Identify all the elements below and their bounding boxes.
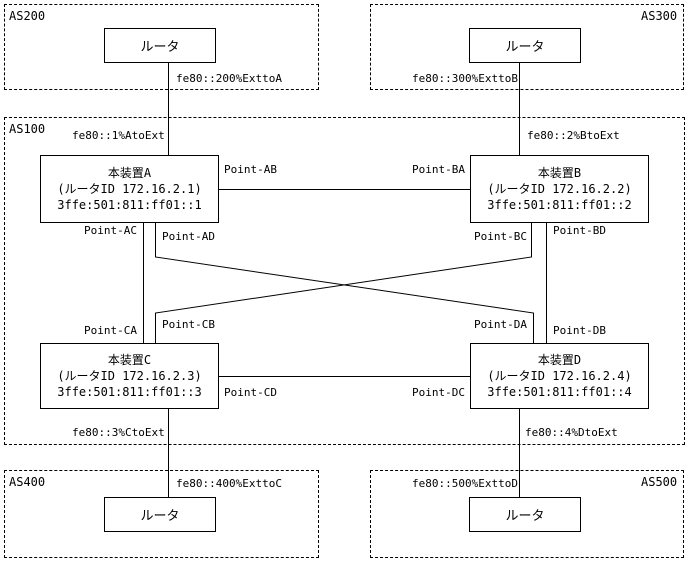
as300-label: AS300 — [641, 9, 678, 23]
label-point-dc: Point-DC — [412, 386, 465, 399]
router-as500[interactable]: ルータ — [469, 497, 581, 532]
router-as400[interactable]: ルータ — [104, 497, 216, 532]
label-a-ext-if: fe80::1%AtoExt — [72, 129, 165, 142]
label-as500-router-if: fe80::500%ExttoD — [412, 477, 518, 490]
label-point-ac: Point-AC — [84, 224, 137, 237]
device-a[interactable]: 本装置A (ルータID 172.16.2.1) 3ffe:501:811:ff0… — [40, 155, 219, 223]
device-b-address: 3ffe:501:811:ff01::2 — [487, 198, 632, 212]
label-point-bc: Point-BC — [474, 230, 527, 243]
label-point-ca: Point-CA — [84, 324, 137, 337]
device-a-name: 本装置A — [107, 166, 152, 180]
as200-area — [4, 4, 319, 90]
router-as300[interactable]: ルータ — [469, 28, 581, 63]
device-b[interactable]: 本装置B (ルータID 172.16.2.2) 3ffe:501:811:ff0… — [470, 155, 649, 223]
as100-label: AS100 — [9, 122, 46, 136]
label-b-ext-if: fe80::2%BtoExt — [527, 129, 620, 142]
label-as200-router-if: fe80::200%ExttoA — [176, 72, 282, 85]
as500-label: AS500 — [641, 475, 678, 489]
label-point-cd: Point-CD — [224, 386, 277, 399]
device-c-name: 本装置C — [107, 353, 152, 367]
as100-area — [4, 117, 685, 445]
device-b-name: 本装置B — [537, 166, 582, 180]
label-as400-router-if: fe80::400%ExttoC — [176, 477, 282, 490]
as400-area — [4, 470, 319, 558]
as200-label: AS200 — [9, 9, 46, 23]
device-d-address: 3ffe:501:811:ff01::4 — [487, 385, 632, 399]
label-c-ext-if: fe80::3%CtoExt — [72, 426, 165, 439]
label-point-ba: Point-BA — [412, 163, 465, 176]
device-c[interactable]: 本装置C (ルータID 172.16.2.3) 3ffe:501:811:ff0… — [40, 343, 219, 409]
device-a-address: 3ffe:501:811:ff01::1 — [57, 198, 202, 212]
label-point-ad: Point-AD — [162, 230, 215, 243]
device-a-router-id: (ルータID 172.16.2.1) — [57, 182, 202, 196]
device-b-router-id: (ルータID 172.16.2.2) — [487, 182, 632, 196]
label-as300-router-if: fe80::300%ExttoB — [412, 72, 518, 85]
link-b-c — [155, 223, 532, 343]
label-point-cb: Point-CB — [162, 318, 215, 331]
label-point-bd: Point-BD — [553, 224, 606, 237]
device-d-router-id: (ルータID 172.16.2.4) — [487, 369, 632, 383]
label-point-db: Point-DB — [553, 324, 606, 337]
as300-area — [370, 4, 684, 90]
device-c-router-id: (ルータID 172.16.2.3) — [57, 369, 202, 383]
device-c-address: 3ffe:501:811:ff01::3 — [57, 385, 202, 399]
label-point-ab: Point-AB — [224, 163, 277, 176]
device-d-name: 本装置D — [537, 353, 582, 367]
label-d-ext-if: fe80::4%DtoExt — [525, 426, 618, 439]
label-point-da: Point-DA — [474, 318, 527, 331]
as500-area — [370, 470, 684, 558]
router-as200[interactable]: ルータ — [104, 28, 216, 63]
as400-label: AS400 — [9, 475, 46, 489]
device-d[interactable]: 本装置D (ルータID 172.16.2.4) 3ffe:501:811:ff0… — [470, 343, 649, 409]
